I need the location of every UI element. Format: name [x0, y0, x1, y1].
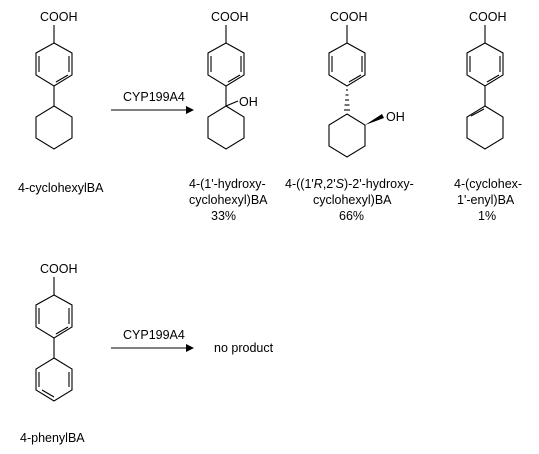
cooh-label: COOH — [40, 10, 78, 24]
cooh-label: COOH — [330, 10, 368, 24]
hydroxyl-label: OH — [386, 110, 405, 124]
enzyme-label: CYP199A4 — [123, 90, 185, 104]
cooh-label: COOH — [40, 262, 78, 276]
product-cyclohexenyl-structure: COOH — [466, 10, 507, 150]
product-name-line1: 4-(1'-hydroxy- — [189, 177, 266, 191]
reaction-arrow — [111, 106, 194, 114]
product-yield: 66% — [339, 209, 364, 223]
product-name-line2: cyclohexyl)BA — [313, 193, 392, 207]
hydroxyl-label: OH — [239, 95, 258, 109]
product-yield: 33% — [211, 209, 236, 223]
cooh-label: COOH — [211, 10, 249, 24]
bold-wedge-bond — [365, 114, 384, 125]
product-hydroxycyclohexyl-structure: COOH OH — [207, 10, 258, 150]
substrate-cyclohexylba-structure: COOH — [35, 10, 78, 150]
no-product-label: no product — [214, 341, 274, 355]
cooh-label: COOH — [469, 10, 507, 24]
hashed-wedge-bond — [344, 89, 350, 111]
product-name-line2: cyclohexyl)BA — [189, 193, 268, 207]
substrate-name: 4-cyclohexylBA — [18, 181, 104, 195]
product-trans-hydroxycyclohexyl-structure: COOH OH — [328, 10, 405, 158]
enzyme-label: CYP199A4 — [123, 328, 185, 342]
product-name-line1: 4-(cyclohex- — [454, 177, 522, 191]
substrate-phenylba-structure: COOH — [35, 262, 78, 402]
product-name-line2: 1'-enyl)BA — [457, 193, 515, 207]
reaction-arrow — [111, 344, 194, 352]
product-name-line1: 4-((1'R,2'S)-2'-hydroxy- — [285, 177, 414, 191]
product-yield: 1% — [478, 209, 496, 223]
substrate-name: 4-phenylBA — [20, 431, 85, 445]
